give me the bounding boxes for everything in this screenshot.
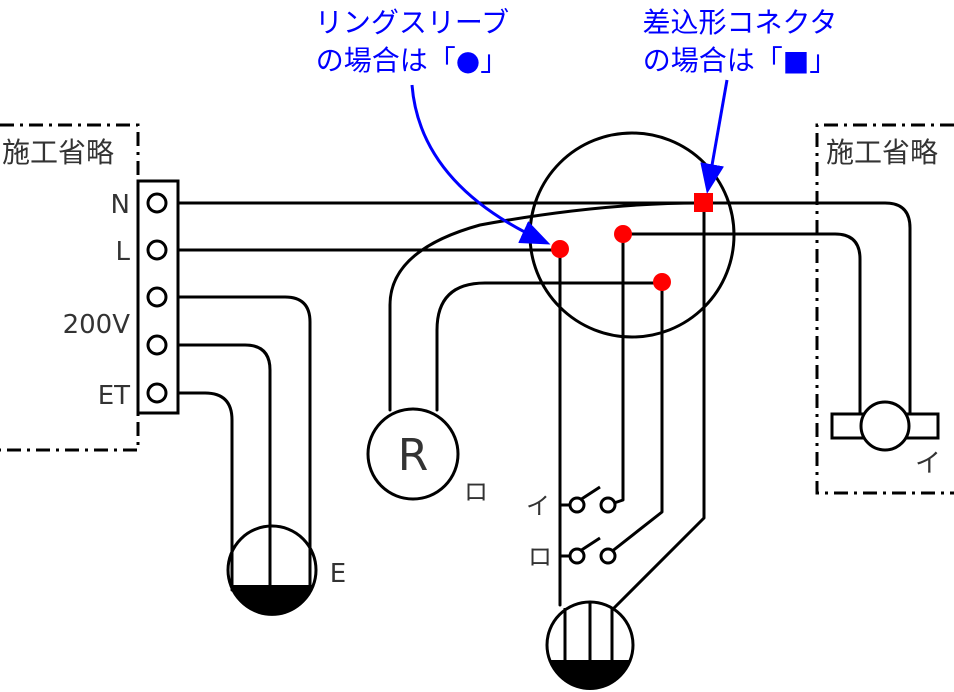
switch-i-label: イ bbox=[526, 492, 550, 520]
switch-ro-right-contact bbox=[599, 547, 617, 565]
terminal-n bbox=[146, 192, 168, 214]
outlet-200v-fill bbox=[230, 585, 314, 616]
push-connector-callout-line-2: の場合は「■」 bbox=[643, 44, 837, 77]
right-dashed-border bbox=[815, 123, 954, 495]
lamp-i-return-wire bbox=[621, 232, 862, 422]
switch-i-left-contact bbox=[568, 496, 586, 514]
outlet-200v: E bbox=[226, 524, 346, 616]
right-area-label: 施工省略 bbox=[826, 136, 938, 169]
lamp-r: R ロ bbox=[366, 407, 488, 506]
outlet-200v-wire-1 bbox=[166, 295, 312, 592]
left-label-background bbox=[0, 132, 136, 170]
left-area-label: 施工省略 bbox=[2, 136, 114, 169]
push-connector-arrow bbox=[700, 79, 729, 194]
right-omitted-area: 施工省略 bbox=[815, 123, 954, 495]
terminal-label-et: ET bbox=[98, 381, 130, 411]
neutral-wire bbox=[166, 201, 912, 422]
switch-ro-lever bbox=[579, 536, 601, 553]
outlet-200v-wire-2 bbox=[166, 343, 272, 592]
ring-sleeve-arrow bbox=[410, 84, 551, 245]
outlet-ground-wire bbox=[166, 391, 234, 592]
switch-i-lever bbox=[579, 485, 601, 502]
terminal-block: N L 200V ET bbox=[63, 179, 180, 415]
push-connector-junction bbox=[694, 193, 713, 212]
terminal-label-200v: 200V bbox=[63, 310, 131, 340]
left-omitted-area: 施工省略 bbox=[0, 123, 140, 452]
switches: イ ロ bbox=[526, 485, 617, 571]
right-label-background bbox=[822, 132, 954, 170]
ring-sleeve-junction-3 bbox=[653, 273, 671, 291]
terminal-et bbox=[146, 382, 168, 404]
switch-i-right-contact bbox=[599, 496, 617, 514]
switch-ro-left-contact bbox=[568, 547, 586, 565]
ring-sleeve-callout-line-1: リングスリーブ bbox=[315, 6, 509, 39]
lamp-i-label: イ bbox=[915, 449, 941, 479]
terminal-l bbox=[146, 239, 168, 261]
switch-box-outlet-fill bbox=[549, 660, 631, 691]
junctions bbox=[551, 193, 713, 291]
terminal-200v-1 bbox=[146, 286, 168, 308]
lamp-r-neutral-wire bbox=[388, 201, 702, 412]
push-connector-callout-line-1: 差込形コネクタ bbox=[643, 6, 838, 39]
callouts: リングスリーブ の場合は「●」 差込形コネクタ の場合は「■」 bbox=[315, 6, 838, 245]
lamp-r-return-wire bbox=[435, 281, 664, 412]
wires bbox=[166, 201, 912, 614]
switch-i-wire bbox=[606, 232, 625, 507]
ring-sleeve-callout-line-2: の場合は「●」 bbox=[316, 44, 508, 77]
lamp-i-circle bbox=[859, 400, 911, 452]
terminal-200v-2 bbox=[146, 334, 168, 356]
terminal-label-l: L bbox=[116, 237, 131, 267]
switch-ro-wire bbox=[604, 281, 664, 558]
terminal-label-n: N bbox=[111, 190, 130, 220]
lamp-i: イ bbox=[830, 400, 941, 479]
switch-ro-label: ロ bbox=[528, 543, 552, 571]
lamp-r-circle bbox=[366, 407, 460, 501]
lamp-r-symbol: R bbox=[398, 430, 429, 481]
ring-sleeve-junction-1 bbox=[551, 240, 569, 258]
lamp-r-label: ロ bbox=[464, 478, 488, 506]
outlet-e-label: E bbox=[330, 559, 346, 589]
ring-sleeve-junction-2 bbox=[614, 225, 632, 243]
switch-box-outlet bbox=[545, 600, 635, 691]
